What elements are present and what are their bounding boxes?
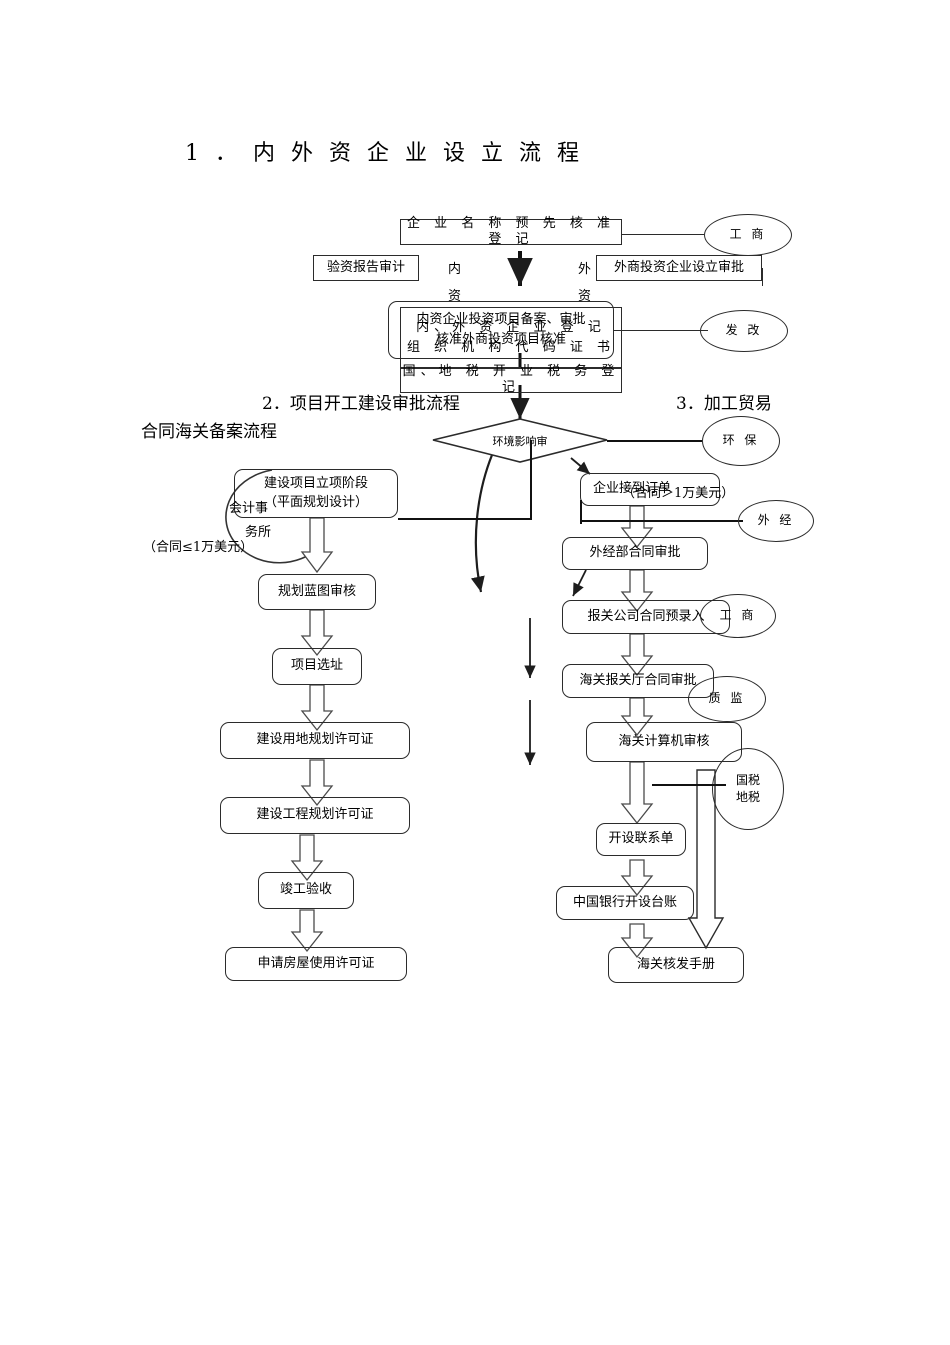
node-customs-computer-review: 海关计算机审核 <box>586 722 742 762</box>
line-initiation-to-middle <box>398 518 530 520</box>
node-boc-ledger: 中国银行开设台账 <box>556 886 694 920</box>
actor-foreign-trade: 外 经 <box>738 500 814 542</box>
label-contract-large: （合同＞1万美元） <box>622 486 735 501</box>
label-contract-small: （合同≤1万美元） <box>143 540 254 555</box>
actor-environmental-protection: 环 保 <box>702 416 780 466</box>
node-enterprise-registration: 内、外 资 企 业 登 记 组 织 机 构 代 码 证 书 <box>400 307 622 369</box>
line-project-to-reform <box>614 330 708 331</box>
enterprise-registration-line-1: 内、外 资 企 业 登 记 <box>416 319 606 335</box>
line-decision-to-env <box>607 440 702 442</box>
decision-environmental-impact: 环境影响审 <box>433 419 607 462</box>
curve-decision-to-right <box>470 454 494 593</box>
line-middle-vertical <box>530 440 532 520</box>
tax-actor-line-2: 地税 <box>735 790 760 804</box>
actor-development-reform: 发 改 <box>700 310 788 352</box>
node-completion-acceptance: 竣工验收 <box>258 872 354 909</box>
node-housing-use-permit: 申请房屋使用许可证 <box>225 947 407 981</box>
node-construction-planning-permit: 建设工程规划许可证 <box>220 797 410 834</box>
line-foreign-approval-up <box>762 268 763 286</box>
actor-quality-supervision: 质 监 <box>688 676 766 722</box>
line-order-drop <box>580 500 582 524</box>
enterprise-registration-line-2: 组 织 机 构 代 码 证 书 <box>407 340 615 355</box>
line-order-to-foreign-trade <box>580 520 743 522</box>
line-name-to-industry <box>622 234 704 235</box>
node-investment-project-record: 内资企业投资项目备案、审批 核准外商投资项目核准 <box>388 301 614 359</box>
node-foreign-trade-contract-approval: 外经部合同审批 <box>562 537 708 570</box>
label-accounting-firm-line-1: 会计事 <box>229 501 269 516</box>
tax-actor-line-1: 国税 <box>735 772 760 787</box>
node-land-use-planning-permit: 建设用地规划许可证 <box>220 722 410 759</box>
page-title: 1．内外资企业设立流程 <box>185 141 595 166</box>
actor-industry-commerce: 工 商 <box>704 214 792 256</box>
section-heading-3b: 合同海关备案流程 <box>141 422 277 442</box>
node-tax-registration: 国、地 税 开 业 税 务 登 记 <box>400 364 622 395</box>
arrow-approval-to-entry <box>572 569 587 597</box>
project-initiation-line-2: （平面规划设计） <box>263 494 368 510</box>
node-foreign-setup-approval: 外商投资企业设立审批 <box>596 255 762 281</box>
investment-project-line-1: 内资企业投资项目备案、审批 <box>416 312 586 328</box>
label-domestic-capital-1: 内 <box>448 262 462 277</box>
label-accounting-firm-line-2: 务所 <box>245 525 272 540</box>
actor-industry-commerce-2: 工 商 <box>700 594 776 638</box>
actor-national-local-tax: 国税 地税 <box>712 748 784 830</box>
node-name-registration: 企 业 名 称 预 先 核 准 登 记 <box>400 216 622 247</box>
line-review-to-tax <box>652 784 726 786</box>
decision-label: 环境影响审 <box>492 434 548 448</box>
node-capital-verification-audit: 验资报告审计 <box>313 255 419 281</box>
label-foreign-capital-2: 资 <box>578 289 592 304</box>
node-open-contact-sheet: 开设联系单 <box>596 823 686 856</box>
investment-project-line-2: 核准外商投资项目核准 <box>435 331 566 347</box>
node-project-initiation: 建设项目立项阶段 （平面规划设计） <box>234 469 398 518</box>
label-domestic-capital-2: 资 <box>448 289 462 304</box>
node-site-selection: 项目选址 <box>272 648 362 685</box>
node-blueprint-review: 规划蓝图审核 <box>258 574 376 610</box>
label-foreign-capital-1: 外 <box>578 262 592 277</box>
section-heading-2: 2．项目开工建设审批流程 <box>262 394 460 414</box>
section-heading-3a: 3．加工贸易 <box>676 394 772 414</box>
node-receive-order: 企业接到订单 <box>580 473 720 506</box>
node-customs-issue-manual: 海关核发手册 <box>608 947 744 983</box>
project-initiation-line-1: 建设项目立项阶段 <box>263 476 368 492</box>
